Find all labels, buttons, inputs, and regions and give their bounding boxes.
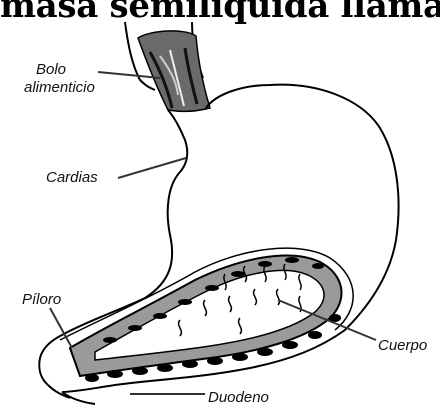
label-duodeno: Duodeno [208, 389, 269, 406]
food-bolus [138, 31, 210, 111]
label-bolo-line1: Bolo [36, 61, 66, 78]
label-cuerpo: Cuerpo [378, 337, 427, 354]
label-cardias: Cardias [46, 169, 98, 186]
label-piloro: Píloro [22, 291, 61, 308]
label-bolo-line2: alimenticio [24, 79, 95, 96]
